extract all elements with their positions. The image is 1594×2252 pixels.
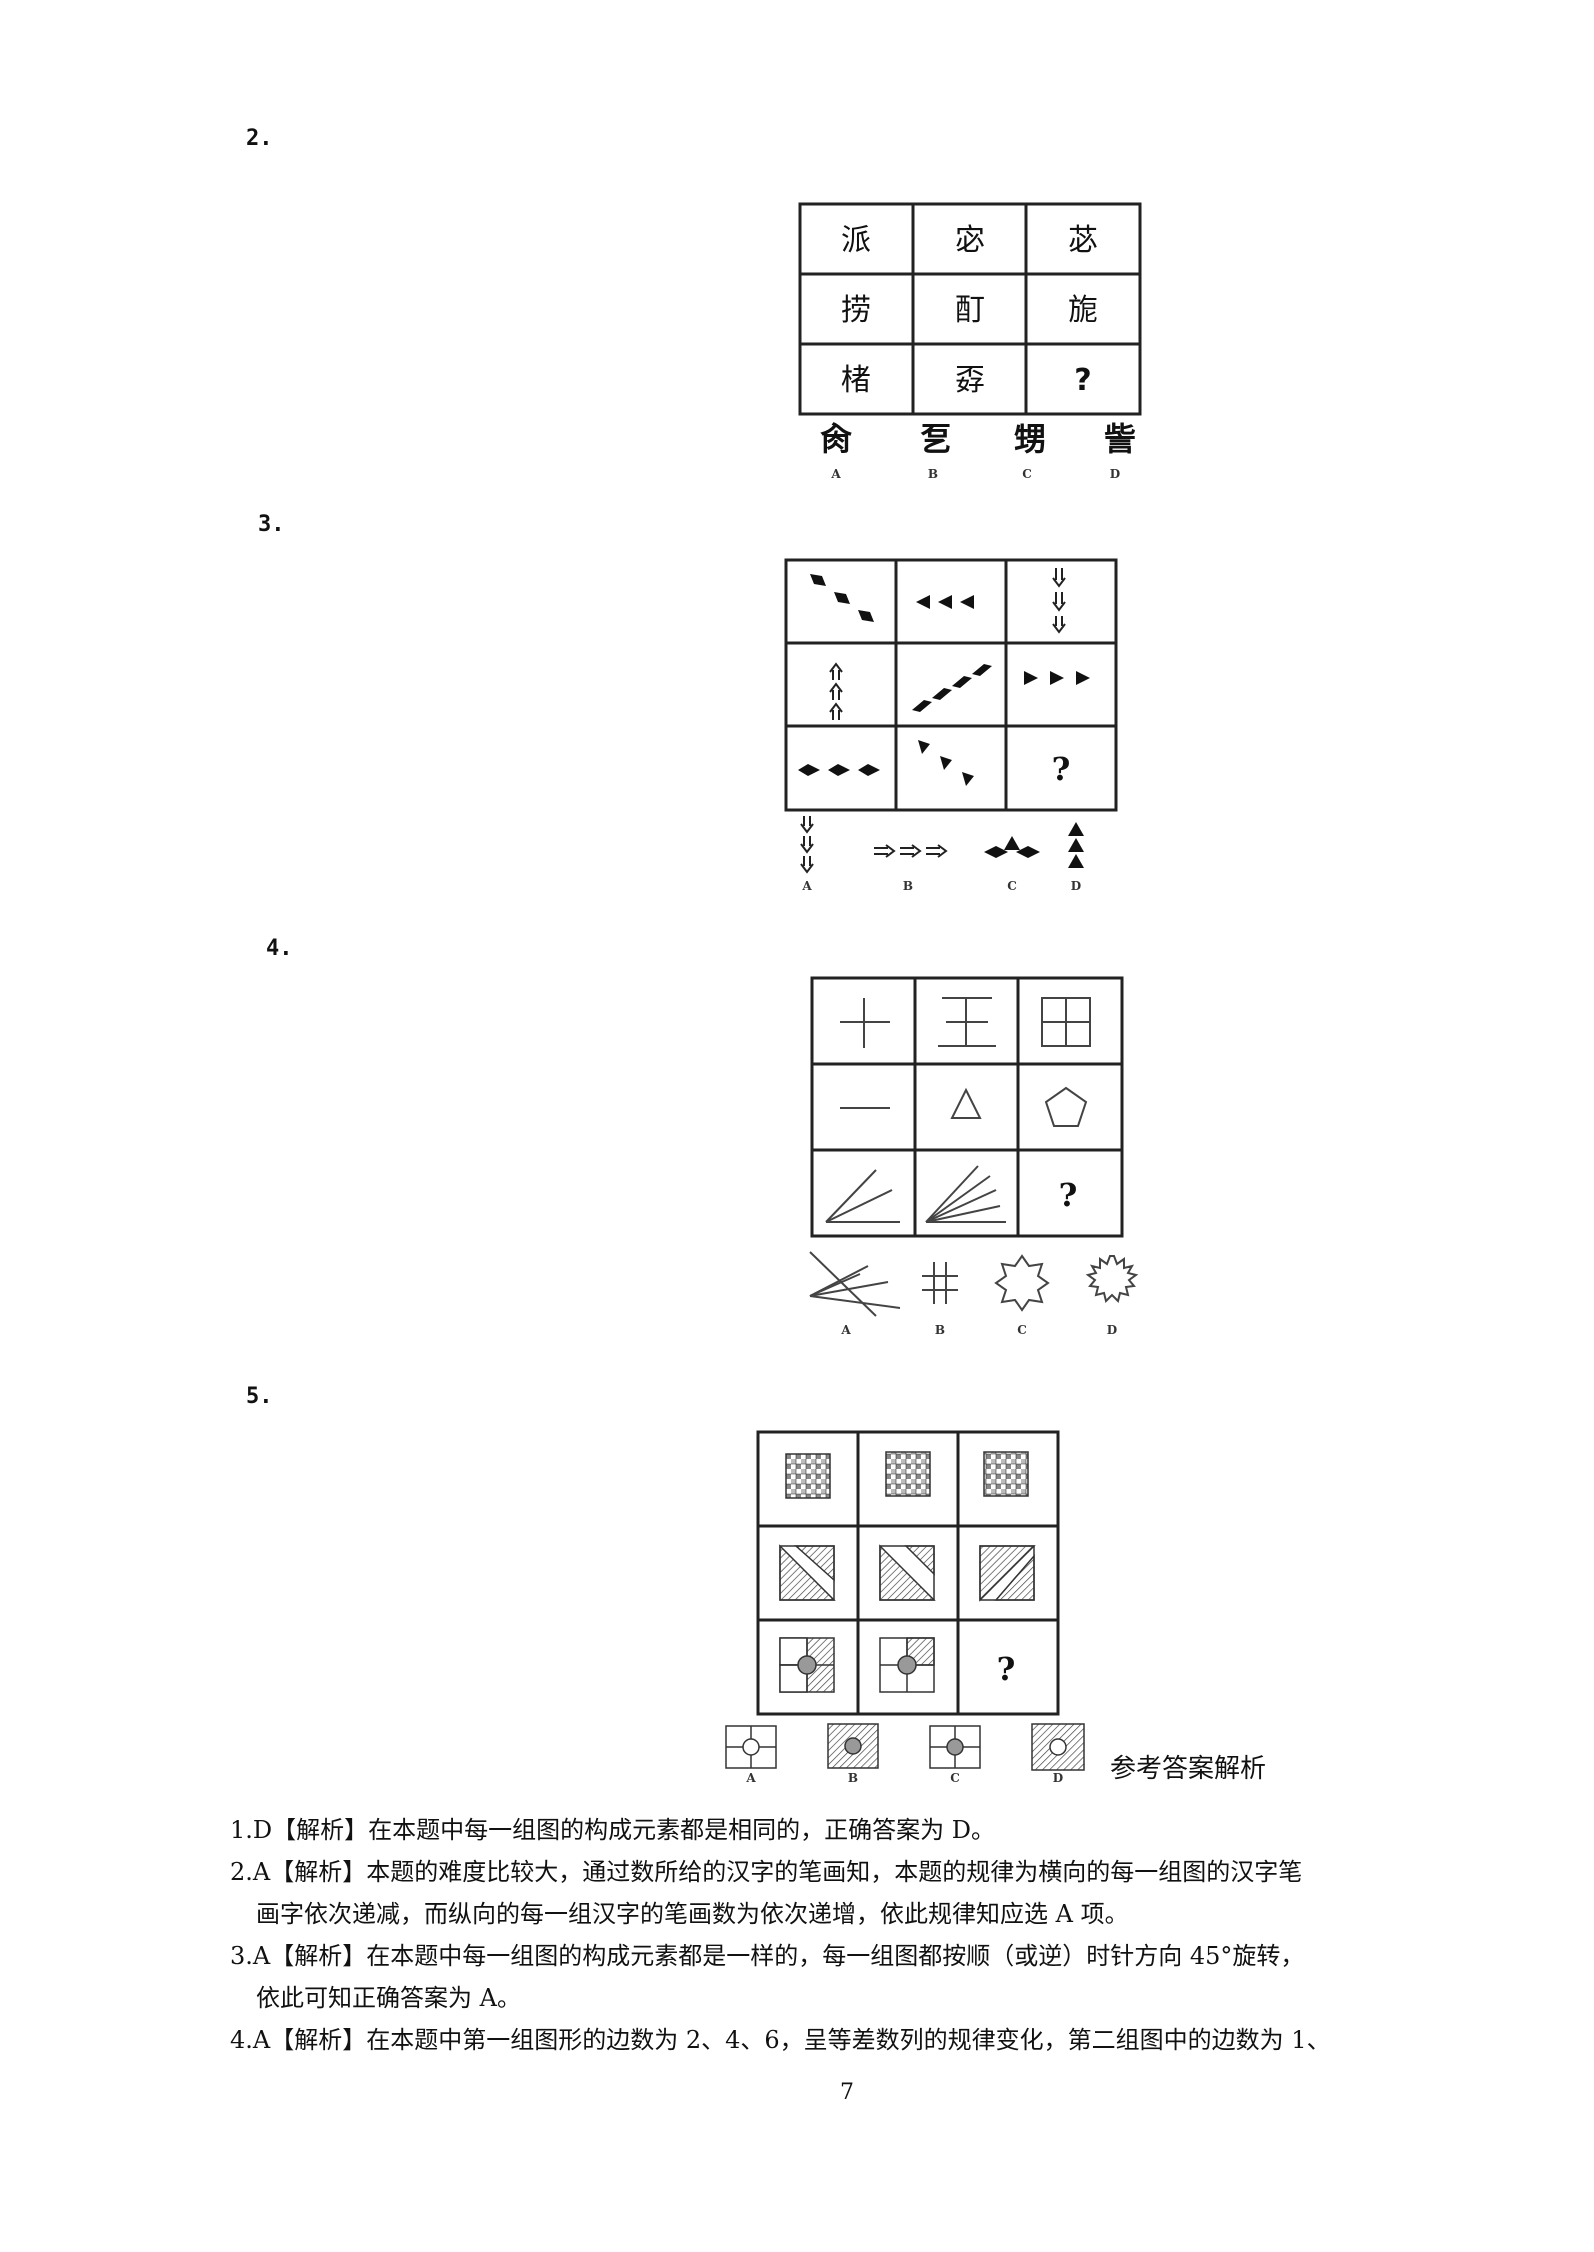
question-3-figure: ? A B C D	[784, 558, 1118, 893]
question-3-number: 3.	[258, 512, 285, 537]
q2-letter-a: A	[830, 467, 841, 481]
answer-1: 1.D【解析】在本题中每一组图的构成元素都是相同的，正确答案为 D。	[230, 1816, 996, 1844]
q2-option-d: 訾	[1104, 420, 1136, 458]
page-number: 7	[840, 2080, 854, 2105]
answer-2-line-2: 画字依次递减，而纵向的每一组汉字的笔画数为依次递增，依此规律知应选 A 项。	[256, 1900, 1129, 1928]
question-4-number: 4.	[266, 936, 293, 961]
q2-cell-6: 旎	[1068, 293, 1098, 328]
q3-letter-a: A	[801, 879, 812, 893]
q2-cell-3: 苾	[1068, 223, 1098, 258]
q3-letter-c: C	[1007, 879, 1017, 893]
answer-2-line-1: 2.A【解析】本题的难度比较大，通过数所给的汉字的笔画知，本题的规律为横向的每一…	[230, 1858, 1303, 1886]
q2-letter-b: B	[928, 467, 938, 481]
question-4-figure: ? A B C D	[809, 976, 1139, 1337]
question-2-figure: 派 宓 苾 捞 酊 旎 楮 孬 ? 肏 乭 甥 訾 A B C D	[798, 202, 1142, 481]
q5-question-mark: ?	[997, 1650, 1016, 1688]
q4-letter-c: C	[1017, 1323, 1027, 1337]
q5-letter-c: C	[950, 1771, 960, 1784]
q2-letter-d: D	[1110, 467, 1120, 481]
q2-cell-9: ?	[1074, 363, 1091, 398]
q2-option-c: 甥	[1014, 420, 1046, 458]
q2-option-b: 乭	[920, 420, 952, 458]
answer-3-line-1: 3.A【解析】在本题中每一组图的构成元素都是一样的，每一组图都按顺（或逆）时针方…	[230, 1942, 1305, 1970]
q2-cell-2: 宓	[955, 223, 985, 258]
q5-letter-d: D	[1053, 1771, 1063, 1784]
question-2-number: 2.	[246, 126, 273, 151]
q2-cell-4: 捞	[841, 293, 871, 328]
q2-cell-7: 楮	[841, 363, 871, 398]
q3-letter-d: D	[1071, 879, 1081, 893]
q2-cell-8: 孬	[955, 363, 985, 398]
q2-cell-1: 派	[841, 223, 871, 258]
q2-cell-5: 酊	[955, 293, 985, 328]
q2-letter-c: C	[1022, 467, 1032, 481]
q5-letter-b: B	[848, 1771, 858, 1784]
answers-heading: 参考答案解析	[1110, 1754, 1267, 1784]
q5-letter-a: A	[745, 1771, 756, 1784]
question-5-figure: ? A B C D	[725, 1430, 1085, 1784]
q4-letter-a: A	[840, 1323, 851, 1337]
answer-4-line-1: 4.A【解析】在本题中第一组图形的边数为 2、4、6，呈等差数列的规律变化，第二…	[230, 2026, 1331, 2054]
q3-question-mark: ?	[1052, 750, 1071, 788]
q2-option-a: 肏	[820, 420, 852, 458]
q3-letter-b: B	[903, 879, 913, 893]
q4-letter-d: D	[1107, 1323, 1117, 1337]
answer-3-line-2: 依此可知正确答案为 A。	[256, 1984, 521, 2012]
question-5-number: 5.	[246, 1384, 273, 1409]
q4-question-mark: ?	[1059, 1176, 1078, 1214]
q4-letter-b: B	[935, 1323, 945, 1337]
